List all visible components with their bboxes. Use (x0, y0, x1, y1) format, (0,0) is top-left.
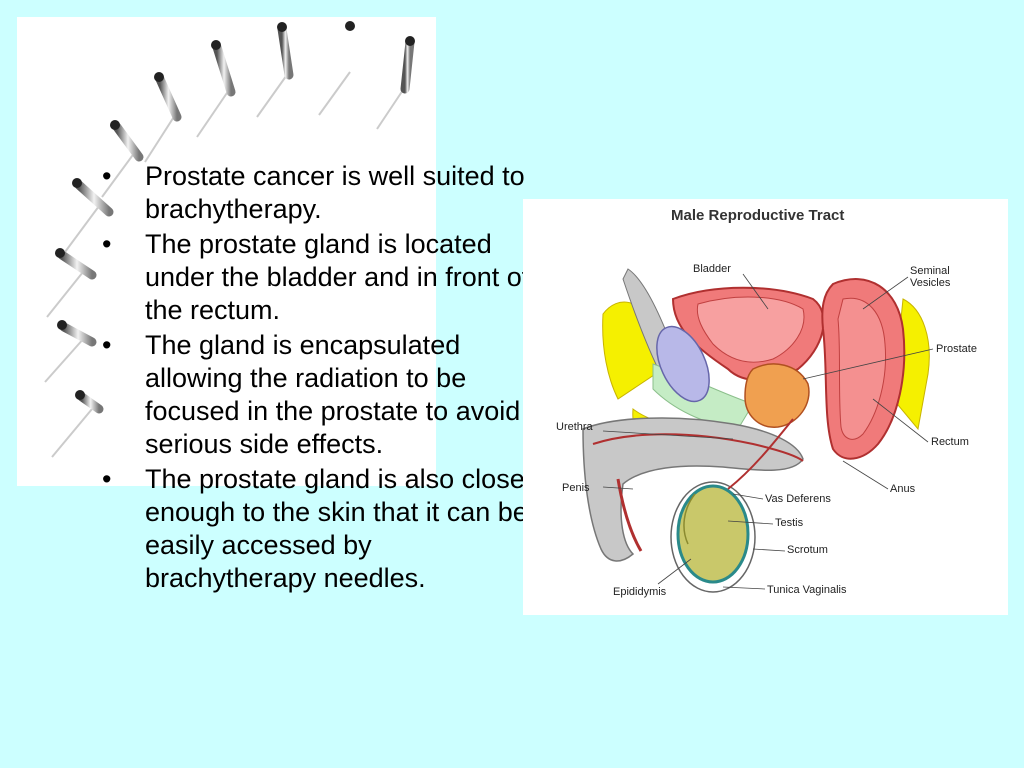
needle-9 (318, 21, 355, 116)
needle-1 (51, 390, 104, 458)
anatomy-illustration (582, 268, 934, 593)
label-bladder: Bladder (693, 263, 731, 275)
bullet-list: Prostate cancer is well suited to brachy… (100, 160, 540, 597)
label-scrotum: Scrotum (787, 544, 828, 556)
needle-10 (376, 36, 415, 130)
bullet-item: The prostate gland is also close enough … (100, 463, 540, 595)
male-reproductive-tract-diagram: Male Reproductive Tract Bladder Seminal … (523, 199, 1008, 615)
needle-8 (256, 22, 294, 118)
label-epididymis: Epididymis (613, 586, 667, 598)
label-rectum: Rectum (931, 436, 969, 448)
label-vas-deferens: Vas Deferens (765, 493, 831, 505)
label-tunica-vaginalis: Tunica Vaginalis (767, 584, 847, 596)
bullet-item: Prostate cancer is well suited to brachy… (100, 160, 540, 226)
needle-2 (44, 320, 97, 383)
needle-7 (196, 40, 236, 138)
diagram-title: Male Reproductive Tract (671, 207, 845, 224)
label-seminal-vesicles-1: Seminal (910, 265, 950, 277)
bullet-item: The prostate gland is located under the … (100, 228, 540, 327)
label-testis: Testis (775, 517, 804, 529)
label-prostate: Prostate (936, 343, 977, 355)
label-anus: Anus (890, 483, 916, 495)
brachytherapy-needles-image (44, 21, 415, 458)
needle-6 (144, 72, 182, 163)
label-penis: Penis (562, 482, 590, 494)
label-urethra: Urethra (556, 421, 593, 433)
label-seminal-vesicles-2: Vesicles (910, 277, 951, 289)
needle-3 (46, 248, 97, 318)
bullet-item: The gland is encapsulated allowing the r… (100, 329, 540, 461)
